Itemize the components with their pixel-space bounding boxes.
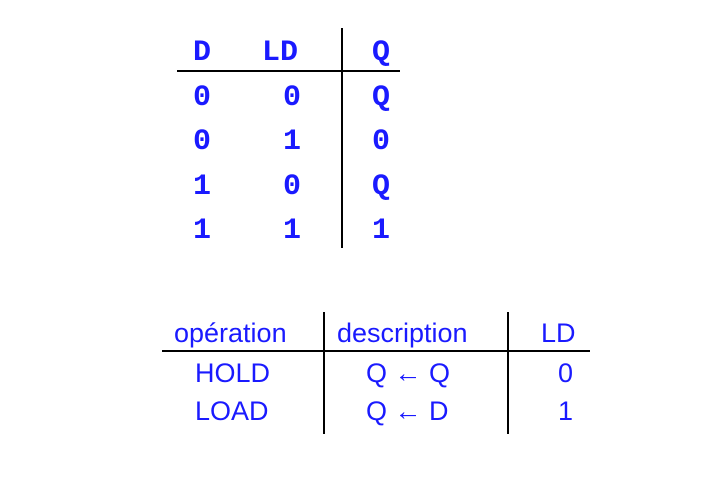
truth-header-q: Q — [372, 36, 391, 70]
truth-row-2-q: 0 — [372, 125, 391, 159]
truth-row-2-d: 0 — [193, 125, 212, 159]
op-row-2-description: Q ← D — [366, 396, 449, 426]
op-row-1-description: Q ← Q — [366, 358, 451, 388]
op-row-2-operation: LOAD — [195, 396, 269, 426]
op-header-description: description — [337, 318, 468, 348]
truth-row-4-d: 1 — [193, 214, 212, 248]
op-header-underline — [162, 350, 590, 352]
truth-row-1-d: 0 — [193, 81, 212, 115]
truth-row-4-q: 1 — [372, 214, 391, 248]
truth-column-divider — [341, 28, 343, 248]
op-header-ld: LD — [541, 318, 576, 348]
truth-row-3-q: Q — [372, 170, 391, 204]
truth-row-1-ld: 0 — [283, 81, 302, 115]
truth-row-3-d: 1 — [193, 170, 212, 204]
op-row-1-ld: 0 — [558, 358, 574, 388]
op-row-1-operation: HOLD — [195, 358, 271, 388]
truth-row-3-ld: 0 — [283, 170, 302, 204]
truth-row-1-q: Q — [372, 81, 391, 115]
truth-row-4-ld: 1 — [283, 214, 302, 248]
truth-header-d: D — [193, 36, 212, 70]
truth-header-ld: LD — [262, 36, 299, 70]
op-column-divider-1 — [323, 312, 325, 434]
op-column-divider-2 — [507, 312, 509, 434]
op-header-operation: opération — [174, 318, 287, 348]
op-row-2-ld: 1 — [558, 396, 574, 426]
truth-header-underline — [177, 70, 400, 72]
truth-row-2-ld: 1 — [283, 125, 302, 159]
